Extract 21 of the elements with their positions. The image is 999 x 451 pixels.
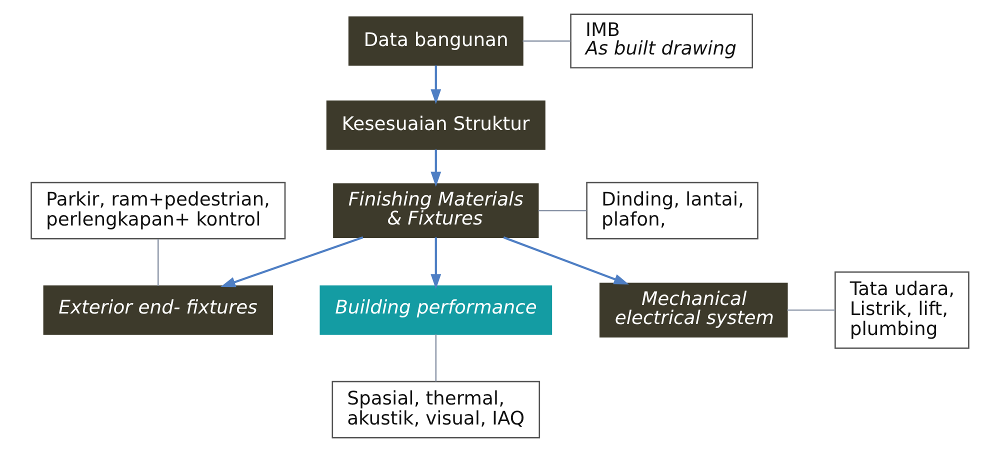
connector bbox=[786, 308, 835, 310]
node-box: Kesesuaian Struktur bbox=[326, 100, 545, 150]
node-box: Spasial, thermal, akustik, visual, IAQ bbox=[331, 380, 540, 438]
node-box: Finishing Materials & Fixtures bbox=[332, 182, 538, 238]
node-box: Parkir, ram+pedestrian, perlengkapan+ kontrol bbox=[30, 181, 286, 239]
arrow bbox=[502, 236, 628, 284]
node-box: Building performance bbox=[319, 284, 552, 334]
arrow bbox=[430, 149, 441, 186]
node-box: Exterior end- fixtures bbox=[42, 284, 272, 334]
arrow bbox=[430, 236, 441, 289]
arrow bbox=[220, 236, 363, 287]
node-box: Mechanical electrical system bbox=[598, 282, 788, 337]
node-box: Data bangunan bbox=[348, 16, 523, 66]
connector bbox=[538, 209, 586, 211]
node-box: IMB As built drawing bbox=[570, 13, 753, 68]
connector bbox=[434, 334, 436, 381]
node-box: Tata udara, Listrik, lift, plumbing bbox=[834, 270, 969, 348]
connector bbox=[156, 238, 158, 286]
connector bbox=[522, 40, 570, 42]
node-box: Dinding, lantai, plafon, bbox=[586, 181, 758, 239]
arrow bbox=[430, 65, 441, 104]
